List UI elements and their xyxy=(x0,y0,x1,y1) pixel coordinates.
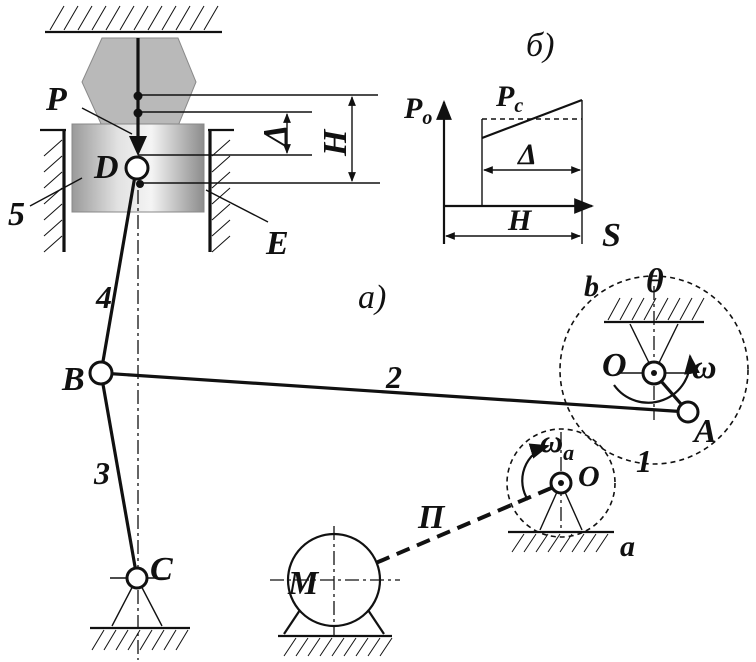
zone-a-circle xyxy=(506,428,616,538)
top-ground xyxy=(45,5,222,34)
link-2 xyxy=(100,371,689,414)
label-link-2: 2 xyxy=(385,359,402,395)
label-guide-5: 5 xyxy=(8,196,25,233)
omega-arrow xyxy=(613,354,700,404)
support-C xyxy=(90,566,190,651)
omega-a-arrow xyxy=(521,443,550,501)
right-guide xyxy=(208,128,234,253)
pulley-support xyxy=(508,432,614,553)
label-P: P xyxy=(45,81,67,118)
label-D: D xyxy=(93,149,119,186)
label-zone-b: b xyxy=(584,270,599,303)
label-delta: Δ xyxy=(257,125,294,148)
label-C: C xyxy=(150,551,173,588)
left-guide xyxy=(40,128,66,253)
zone-b-circle xyxy=(559,275,749,465)
motor xyxy=(270,526,400,657)
dimension-lines xyxy=(138,94,380,184)
force-arrow-P xyxy=(129,136,147,156)
label-O-pulley: O xyxy=(578,460,600,493)
label-E: E xyxy=(265,225,289,262)
force-graph xyxy=(436,98,594,244)
belt-transmission xyxy=(335,484,557,582)
label-part-a: а) xyxy=(358,279,386,316)
label-axis-S: S xyxy=(602,217,621,254)
joint-D xyxy=(124,155,150,181)
joint-A xyxy=(676,400,700,424)
link-3 xyxy=(99,372,139,579)
label-O-crank: O xyxy=(602,347,627,384)
label-belt: П xyxy=(417,499,446,536)
link-4 xyxy=(99,169,138,374)
label-omega-a: ωa xyxy=(540,423,574,465)
label-link-1: 1 xyxy=(636,443,652,479)
label-graph-H: H xyxy=(507,204,533,237)
joint-B xyxy=(88,360,114,386)
crank-support-O xyxy=(604,286,705,420)
label-link-4: 4 xyxy=(95,279,112,315)
label-B: B xyxy=(61,361,85,398)
label-part-b: б) xyxy=(526,27,554,64)
label-omega: ω xyxy=(692,349,717,386)
label-link-3: 3 xyxy=(93,455,110,491)
label-theta: θ xyxy=(646,263,664,300)
label-force-Pc: Pc xyxy=(495,80,523,117)
label-axis-Po: Po xyxy=(403,92,432,129)
label-support-a: a xyxy=(620,530,635,563)
label-graph-delta: Δ xyxy=(517,138,537,171)
label-H-vertical: H xyxy=(317,128,354,157)
label-motor: M xyxy=(287,565,320,602)
label-A: A xyxy=(692,413,717,450)
